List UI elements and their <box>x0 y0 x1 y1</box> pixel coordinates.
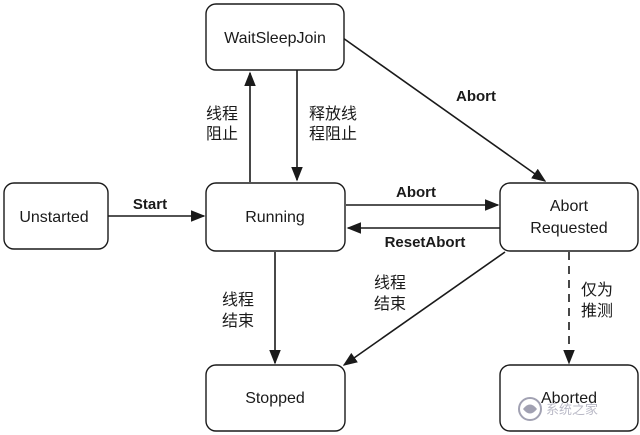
label-end-abort-line2: 结束 <box>374 294 406 313</box>
node-running-label: Running <box>245 209 305 226</box>
edge-abortrequested-to-stopped <box>342 251 506 366</box>
node-waitsleepjoin: WaitSleepJoin <box>205 3 345 71</box>
node-abortrequested-label-line2: Requested <box>530 220 607 237</box>
label-abort-running: Abort <box>396 184 436 201</box>
node-unstarted-label: Unstarted <box>19 209 88 226</box>
label-end-running-line1: 线程 <box>222 290 254 309</box>
node-aborted-label: Aborted <box>541 390 597 407</box>
node-aborted: Aborted <box>499 364 639 432</box>
label-block-line1: 线程 <box>206 104 238 123</box>
edge-waitsleepjoin-to-abortrequested <box>342 37 547 182</box>
label-resetabort: ResetAbort <box>385 234 466 251</box>
node-unstarted: Unstarted <box>3 182 109 250</box>
node-waitsleepjoin-label: WaitSleepJoin <box>224 30 326 47</box>
label-end-running-line2: 结束 <box>222 311 254 330</box>
logo-icon <box>518 397 542 421</box>
label-block-line2: 阻止 <box>206 124 238 143</box>
node-running: Running <box>205 182 346 252</box>
node-stopped-label: Stopped <box>245 390 305 407</box>
watermark-text: 系统之家 <box>546 402 598 418</box>
label-end-abort-line1: 线程 <box>374 273 406 292</box>
node-stopped: Stopped <box>205 364 346 432</box>
label-speculate-line1: 仅为 <box>581 280 613 299</box>
label-release-line1: 释放线 <box>309 104 357 123</box>
label-start: Start <box>133 196 167 213</box>
watermark: 系统之家 <box>518 397 598 421</box>
label-abort-waitsleepjoin: Abort <box>456 88 496 105</box>
node-abortrequested-label-line1: Abort <box>550 198 589 215</box>
label-release-line2: 程阻止 <box>309 124 357 143</box>
label-speculate-line2: 推测 <box>581 301 613 320</box>
node-abortrequested: Abort Requested <box>499 182 639 252</box>
